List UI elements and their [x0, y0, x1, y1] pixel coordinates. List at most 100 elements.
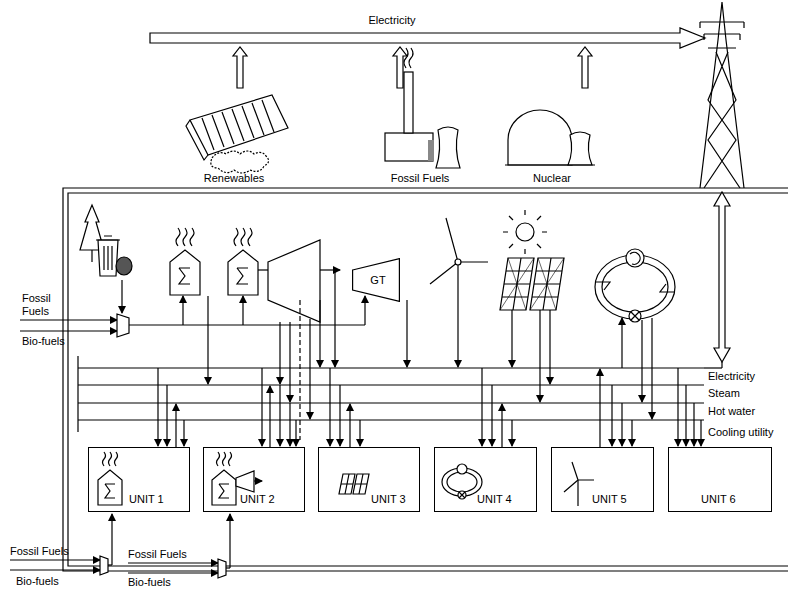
utility-flow-arrow [334, 270, 335, 367]
source-label: Fossil Fuels [391, 172, 450, 185]
node-label: UNIT 2 [240, 493, 275, 506]
process-unit: UNIT 6 [668, 447, 772, 512]
fuel-mixer [117, 314, 129, 337]
wind-turbine [455, 259, 461, 265]
process-unit: UNIT 3 [318, 447, 420, 512]
solar-panels [500, 210, 564, 310]
heat-pump [626, 249, 644, 267]
unit-icon [341, 474, 367, 494]
nuclear-icon [508, 110, 572, 165]
utility-flow-arrow [700, 420, 701, 446]
fuel-mixer [20, 319, 117, 320]
unit-icon [217, 452, 232, 466]
unit-icon [236, 471, 254, 492]
solar-panels [503, 210, 547, 254]
unit-icon [459, 492, 465, 498]
node-label: UNIT 4 [477, 493, 512, 506]
unit-fuel-feed [218, 559, 226, 578]
fossil-plant-icon [404, 48, 413, 68]
process-unit: UNIT 5 [551, 447, 654, 512]
wind-turbine [430, 218, 488, 342]
solar-panels [500, 258, 564, 310]
node-label: UNIT 5 [592, 493, 627, 506]
unit-icon [447, 472, 477, 492]
unit-icon [219, 484, 229, 498]
fossil-plant-icon [404, 72, 413, 133]
header-label: Cooling utility [708, 426, 773, 439]
unit-fuel-feed [100, 556, 108, 575]
fuel-label: Fossil Fuels [10, 545, 69, 558]
boiler-symbol [237, 268, 248, 284]
unit-icon [105, 484, 115, 498]
site-boundary [63, 188, 788, 571]
biomass-waste-icon [98, 240, 118, 276]
transmission-tower [704, 52, 740, 188]
unit-fuel-feed [111, 514, 112, 565]
unit-icon [103, 452, 118, 466]
heat-pump [595, 249, 675, 322]
utility-flow-arrow [309, 319, 310, 419]
nuclear-icon [505, 110, 595, 165]
supply-arrow [233, 47, 247, 88]
fuel-label: Bio-fuels [128, 576, 171, 589]
utility-flow-arrow [549, 310, 550, 384]
unit-fuel-feed [10, 559, 100, 560]
wind-turbine [457, 262, 458, 342]
utility-flow-arrow [599, 369, 600, 447]
fuel-mixer [20, 330, 117, 331]
transmission-tower [700, 2, 744, 188]
nuclear-icon [505, 164, 595, 165]
transmission-tower [700, 22, 744, 40]
utility-flow-arrow [511, 420, 512, 446]
utility-header [78, 402, 704, 403]
grid-exchange-arrow [714, 192, 730, 362]
unit-icon [98, 452, 594, 506]
process-unit: UNIT 2 [203, 447, 305, 512]
utility-header [721, 362, 722, 368]
header-label: Steam [708, 387, 740, 400]
unit-icon [458, 491, 466, 499]
utility-header [78, 419, 704, 420]
unit-icon [98, 470, 122, 505]
steam-turbine [320, 269, 340, 270]
steam-turbine [268, 240, 340, 440]
utility-flow-arrow [289, 403, 290, 446]
utility-flow-arrow [175, 404, 176, 447]
fuel-mixer [242, 296, 243, 325]
utility-flow-arrow [269, 386, 270, 447]
utility-header [78, 384, 704, 385]
renewables-icon [186, 95, 288, 173]
renewables-icon [211, 151, 269, 173]
utility-flow-arrow [677, 368, 678, 446]
heat-pump [602, 262, 668, 312]
unit-fuel-feed [128, 562, 218, 563]
utility-flow-arrow [501, 404, 502, 447]
utility-flow-arrow [166, 385, 167, 446]
source-label: Nuclear [533, 172, 571, 185]
utility-flow-arrow [349, 404, 350, 447]
boiler-symbol [170, 228, 268, 295]
utility-flow-arrow [279, 322, 280, 384]
utility-flow-arrow [631, 420, 632, 446]
wind-turbine [430, 218, 488, 284]
illustration [10, 2, 788, 578]
heat-pump [595, 282, 675, 292]
unit-icon [564, 462, 594, 492]
utility-flow-arrow [481, 368, 482, 446]
site-boundary [63, 188, 788, 571]
unit-icon [457, 464, 467, 474]
unit-icon [212, 470, 236, 505]
node-label: UNIT 6 [701, 493, 736, 506]
utility-header [77, 356, 78, 432]
fuel-mixer [129, 324, 365, 325]
header-label: Hot water [708, 405, 755, 418]
turbine-outline [353, 259, 400, 302]
renewables-icon [190, 95, 288, 155]
site-boundary [68, 193, 788, 566]
unit-fuel-feed [10, 569, 100, 570]
nuclear-icon [568, 132, 592, 165]
process-unit: UNIT 1 [88, 447, 190, 512]
transmission-tower [700, 22, 744, 48]
heat-pump [631, 312, 639, 320]
fossil-plant-icon [436, 127, 460, 168]
